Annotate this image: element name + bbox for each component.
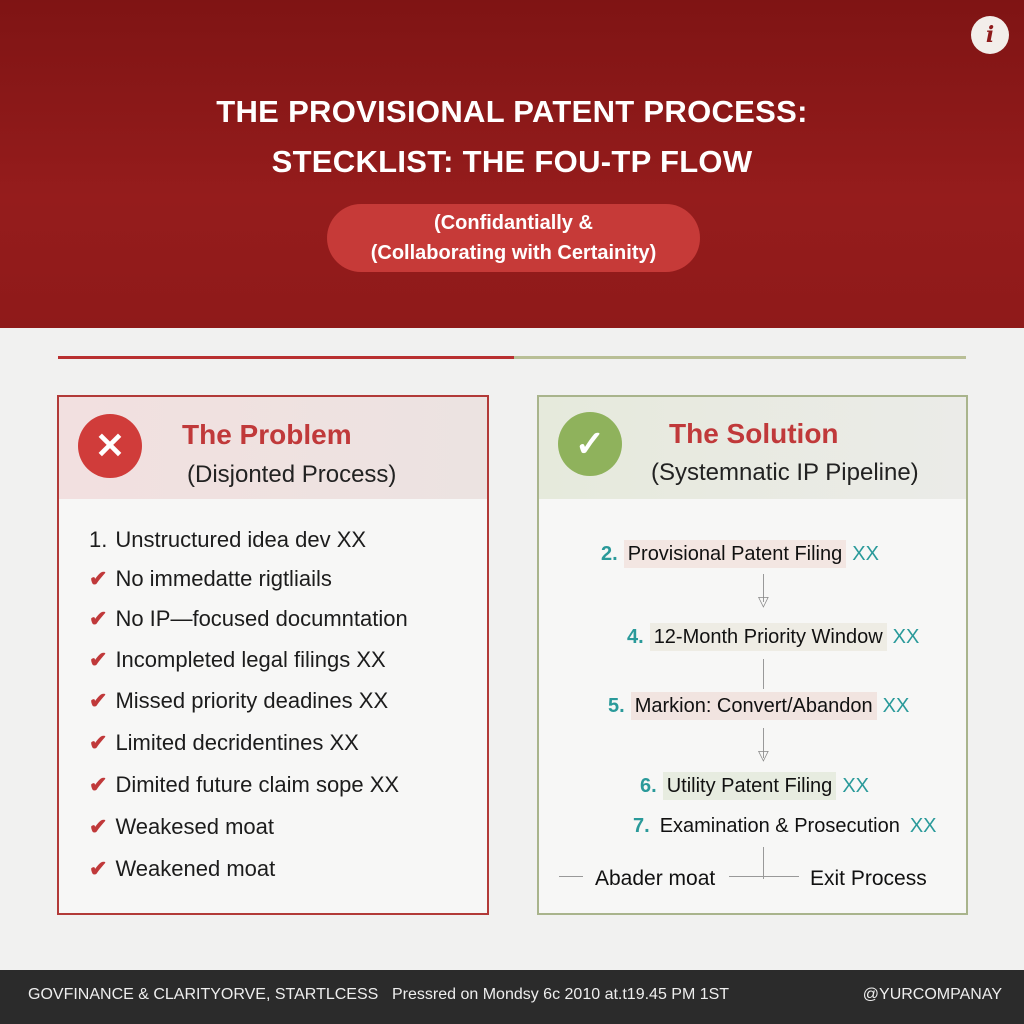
item-number: 1. [89, 527, 108, 552]
step-tag: XX [909, 815, 937, 837]
branch-arrow [729, 876, 799, 877]
pill-line-1: (Confidantially & [434, 212, 593, 234]
divider-right [514, 356, 966, 359]
step-number: 2. [601, 543, 618, 565]
problem-subtitle: (Disjonted Process) [187, 461, 397, 488]
problem-item: ✔ Missed priority deadines XX [89, 688, 388, 714]
checkmark-icon: ✔ [89, 856, 108, 881]
step-tag: XX [882, 695, 910, 717]
connector-line [763, 728, 764, 758]
problem-item: 1. Unstructured idea dev XX [89, 527, 366, 553]
item-text: Weakesed moat [115, 814, 275, 839]
pill-line-2: (Collaborating with Certainity) [370, 242, 657, 264]
divider-left [58, 356, 514, 359]
step-text: Provisional Patent Filing [623, 540, 847, 568]
footer-center: Pressred on Mondsy 6c 2010 at.t19.45 PM … [392, 986, 730, 1003]
checkmark-icon: ✔ [89, 814, 108, 839]
problem-header: ✕ The Problem (Disjonted Process) [59, 397, 487, 499]
solution-subtitle: (Systemnatic IP Pipeline) [651, 459, 919, 486]
connector-line [763, 847, 764, 879]
checkmark-icon: ✔ [89, 688, 108, 713]
problem-item: ✔ No immedatte rigtliails [89, 566, 332, 592]
title-line-2: STECKLIST: THE FOU-TP FLOW [271, 144, 753, 179]
solution-title: The Solution [669, 418, 839, 449]
step-text: Markion: Convert/Abandon [630, 692, 877, 720]
item-text: Missed priority deadines XX [115, 688, 389, 713]
item-text: Unstructured idea dev XX [115, 527, 367, 552]
branch-arrow [559, 876, 583, 877]
item-text: No IP—focused documntation [115, 606, 408, 631]
step-text: 12-Month Priority Window [649, 623, 887, 651]
footer-left: GOVFINANCE & CLARITYORVE, STARTLCESS [28, 986, 379, 1003]
subtitle-pill: (Confidantially & (Collaborating with Ce… [327, 204, 700, 272]
step-text: Examination & Prosecution [659, 815, 900, 837]
solution-header: ✓ The Solution (Systemnatic IP Pipeline) [539, 397, 966, 499]
problem-title: The Problem [182, 419, 352, 450]
checkmark-icon: ✔ [89, 730, 108, 755]
header-banner: THE PROVISIONAL PATENT PROCESS: STECKLIS… [0, 0, 1024, 328]
connector-line [763, 574, 764, 602]
checkmark-icon: ✔ [89, 772, 108, 797]
check-circle-icon: ✓ [558, 412, 622, 476]
solution-card: ✓ The Solution (Systemnatic IP Pipeline)… [537, 395, 968, 915]
problem-item: ✔ No IP—focused documntation [89, 606, 408, 632]
checkmark-icon: ✔ [89, 647, 108, 672]
info-icon[interactable]: i [971, 16, 1009, 54]
problem-item: ✔ Incompleted legal filings XX [89, 647, 386, 673]
branch-left-label: Abader moat [595, 867, 716, 890]
step-tag: XX [842, 775, 869, 797]
problem-item: ✔ Limited decridentines XX [89, 730, 359, 756]
item-text: Incompleted legal filings XX [115, 647, 386, 672]
step-number: 7. [633, 815, 650, 837]
arrow-down-icon: ▽ [758, 593, 769, 609]
branch-right-label: Exit Process [810, 867, 927, 890]
checkmark-icon: ✔ [89, 566, 108, 591]
item-text: No immedatte rigtliails [115, 566, 332, 591]
item-text: Limited decridentines XX [115, 730, 359, 755]
x-circle-icon: ✕ [78, 414, 142, 478]
problem-card: ✕ The Problem (Disjonted Process) 1. Unst… [57, 395, 489, 915]
checkmark-icon: ✔ [89, 606, 108, 631]
connector-line [763, 659, 764, 689]
item-text: Weakened moat [115, 856, 276, 881]
step-number: 6. [640, 775, 657, 797]
step-number: 4. [627, 626, 644, 648]
step-text: Utility Patent Filing [662, 772, 837, 800]
problem-item: ✔ Weakened moat [89, 856, 275, 882]
arrow-down-icon: ▽ [758, 747, 769, 763]
step-tag: XX [852, 543, 879, 565]
title-line-1: THE PROVISIONAL PATENT PROCESS: [216, 94, 808, 129]
footer-bar: GOVFINANCE & CLARITYORVE, STARTLCESS Pre… [0, 970, 1024, 1024]
item-text: Dimited future claim sope XX [115, 772, 400, 797]
footer-handle[interactable]: @YURCOMPANAY [862, 986, 1002, 1003]
step-number: 5. [608, 695, 625, 717]
step-tag: XX [892, 626, 920, 648]
problem-item: ✔ Dimited future claim sope XX [89, 772, 399, 798]
solution-step: 7. Examination & Prosecution XX [627, 811, 943, 842]
problem-item: ✔ Weakesed moat [89, 814, 274, 840]
